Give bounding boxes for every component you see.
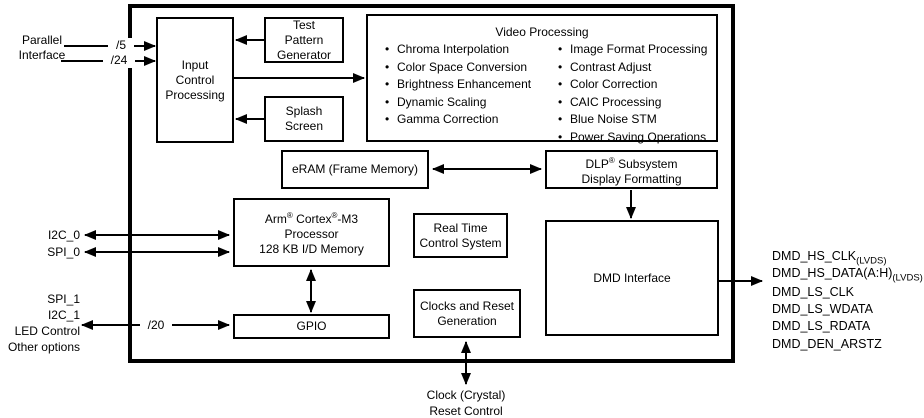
box-label-line: Clocks and Reset (419, 298, 515, 313)
list-item: Dynamic Scaling (384, 94, 557, 112)
controller-chip-outline (128, 4, 735, 363)
list-item: Brightness Enhancement (384, 76, 557, 94)
signal-name: DMD_HS_DATA(A:H) (772, 266, 893, 280)
video-processing-title: Video Processing (495, 25, 589, 39)
box-label-line: Control (175, 72, 215, 87)
parallel-interface-label: Parallel Interface (4, 33, 80, 63)
list-item: Image Format Processing (557, 41, 707, 59)
spi1-label: SPI_1 (47, 292, 80, 306)
signal-name: DMD_HS_CLK (772, 249, 857, 263)
led-control-label: LED Control (14, 324, 80, 338)
box-label-line: Real Time (433, 220, 488, 235)
clock-reset-external-label: Clock (Crystal) Reset Control (406, 387, 526, 418)
list-item: Contrast Adjust (557, 59, 707, 77)
lvds-subscript: (LVDS) (856, 255, 887, 267)
i2c1-label: I2C_1 (47, 308, 80, 322)
box-label-line: DMD Interface (593, 270, 671, 285)
bus-width-20-label: /20 (140, 318, 172, 333)
real-time-control-system-box: Real Time Control System (413, 213, 508, 258)
box-label-line: Splash (285, 104, 323, 118)
text-part: Cortex (292, 212, 332, 226)
list-item: Color Correction (557, 76, 707, 94)
text-part: Arm (264, 212, 287, 226)
list-item: CAIC Processing (557, 94, 707, 112)
dmd-interface-box: DMD Interface (545, 220, 719, 336)
box-label-line: Display Formatting (581, 171, 682, 186)
box-label-line: Arm® Cortex®-M3 (265, 208, 358, 227)
bus-width-24-label: /24 (103, 53, 135, 68)
eram-frame-memory-box: eRAM (Frame Memory) (281, 150, 429, 189)
video-processing-list-left: Chroma Interpolation Color Space Convers… (384, 41, 557, 146)
dmd-hs-data-label: DMD_HS_DATA(A:H)(LVDS) (772, 266, 923, 286)
box-label-line: Screen (284, 119, 324, 133)
bus-width-5-label: /5 (108, 38, 134, 53)
box-label-line: Processor (284, 227, 339, 241)
list-item: Color Space Conversion (384, 59, 557, 77)
box-label-line: Processing (165, 87, 225, 102)
dmd-ls-clk-label: DMD_LS_CLK (772, 285, 854, 299)
text-part: -M3 (337, 212, 359, 226)
text-part: Subsystem (614, 156, 678, 171)
dmd-ls-wdata-label: DMD_LS_WDATA (772, 302, 873, 316)
i2c0-label: I2C_0 (47, 228, 80, 242)
clocks-and-reset-generation-box: Clocks and Reset Generation (413, 289, 521, 338)
box-label-line: eRAM (Frame Memory) (291, 162, 418, 176)
text-part: DLP (585, 156, 609, 171)
list-item: Chroma Interpolation (384, 41, 557, 59)
label-line: Parallel (21, 33, 63, 47)
dmd-hs-clk-label: DMD_HS_CLK(LVDS) (772, 249, 887, 269)
video-processing-feature-columns: Chroma Interpolation Color Space Convers… (384, 41, 707, 146)
video-processing-box: Video Processing Chroma Interpolation Co… (366, 14, 718, 146)
clock-crystal-label: Clock (Crystal) (426, 388, 506, 402)
spi0-label: SPI_0 (47, 245, 80, 259)
box-label-line: Pattern (284, 32, 324, 47)
box-label-line: GPIO (296, 319, 327, 333)
box-label-line: DLP® Subsystem (586, 153, 678, 172)
other-options-label: Other options (7, 340, 80, 354)
input-control-processing-box: Input Control Processing (156, 17, 234, 143)
video-processing-list-right: Image Format Processing Contrast Adjust … (557, 41, 707, 146)
reset-control-label: Reset Control (429, 404, 503, 418)
splash-screen-box: Splash Screen (264, 96, 344, 142)
list-item: Blue Noise STM (557, 111, 707, 129)
box-label-line: Test (292, 17, 315, 32)
lvds-subscript: (LVDS) (892, 272, 923, 284)
registered-trademark-symbol: ® (331, 211, 338, 220)
dmd-ls-rdata-label: DMD_LS_RDATA (772, 319, 871, 333)
test-pattern-generator-box: Test Pattern Generator (264, 17, 344, 63)
list-item: Gamma Correction (384, 111, 557, 129)
registered-trademark-symbol: ® (286, 211, 293, 220)
gpio-box: GPIO (233, 314, 390, 339)
arm-cortex-m3-processor-box: Arm® Cortex®-M3 Processor 128 KB I/D Mem… (233, 198, 390, 267)
list-item: Power Saving Operations (557, 129, 707, 147)
box-label-line: Generation (437, 313, 497, 328)
box-label-line: Generator (276, 47, 332, 62)
dmd-den-arstz-label: DMD_DEN_ARSTZ (772, 337, 882, 351)
dlp-subsystem-display-formatting-box: DLP® Subsystem Display Formatting (545, 150, 718, 189)
box-label-line: Control System (419, 235, 502, 250)
label-line: Interface (18, 48, 66, 62)
secondary-interfaces-label-group: SPI_1 I2C_1 LED Control Other options (0, 291, 80, 355)
registered-trademark-symbol: ® (608, 155, 615, 165)
box-label-line: 128 KB I/D Memory (259, 242, 364, 256)
box-label-line: Input (181, 57, 209, 72)
